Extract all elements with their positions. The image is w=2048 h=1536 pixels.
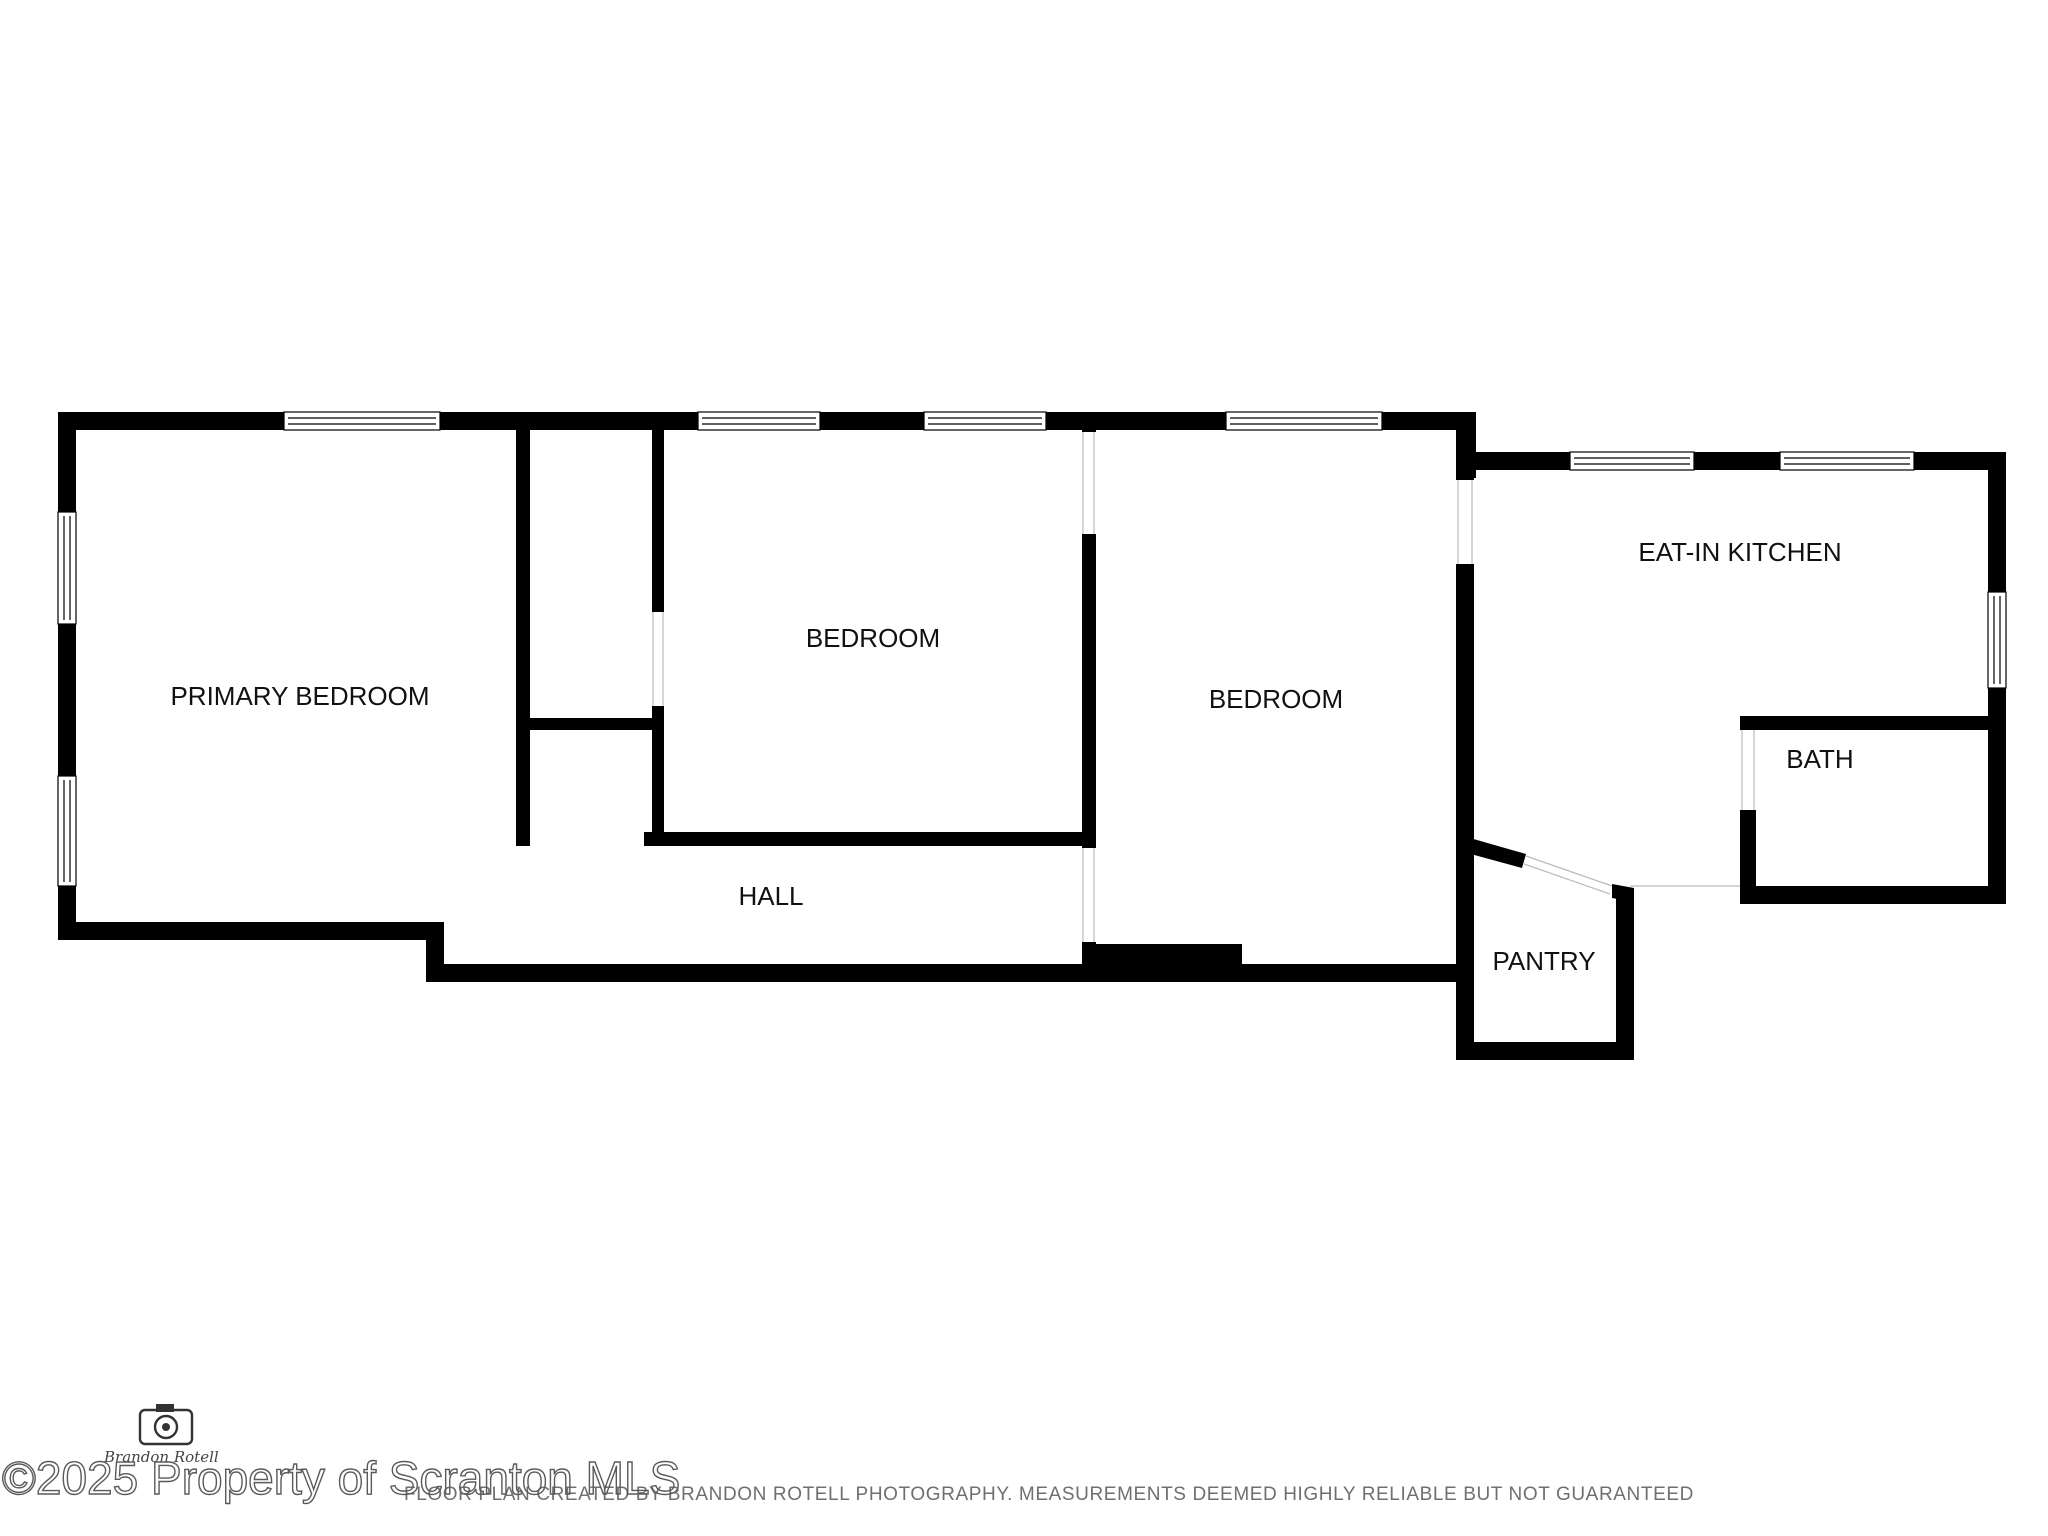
wall-kitchen-top	[1458, 452, 2006, 470]
mls-watermark: ©2025 Property of Scranton MLS	[2, 1452, 680, 1504]
window	[1987, 591, 2007, 689]
room-label-primary-bedroom: PRIMARY BEDROOM	[170, 681, 429, 711]
window	[1779, 451, 1915, 471]
wall-pantry-right	[1616, 888, 1634, 1060]
window	[283, 411, 441, 431]
room-label-bath: BATH	[1786, 744, 1853, 774]
room-label-pantry: PANTRY	[1492, 946, 1595, 976]
wall-pantry-bottom	[1456, 1042, 1634, 1060]
windows	[57, 411, 2007, 887]
walls	[58, 412, 2006, 1060]
room-label-hall: HALL	[738, 881, 803, 911]
room-label-eat-in-kitchen: EAT-IN KITCHEN	[1638, 537, 1841, 567]
wall-bottom-left	[58, 922, 444, 940]
door-bed2-kitchen	[1454, 480, 1476, 564]
wall-bottom-block	[1086, 944, 1242, 982]
wall-bed1-bottom	[644, 832, 1092, 846]
wall-closet-left	[516, 412, 530, 846]
door-closet-bed1	[650, 612, 666, 706]
window	[697, 411, 821, 431]
window	[1569, 451, 1695, 471]
door-line	[1525, 855, 1613, 887]
window	[57, 511, 77, 625]
photographer-logo: Brandon Rotell	[103, 1404, 219, 1466]
wall-bath-top	[1740, 716, 2006, 730]
floor-plan-disclaimer: FLOOR PLAN CREATED BY BRANDON ROTELL PHO…	[404, 1484, 1694, 1505]
room-label-bedroom: BEDROOM	[806, 623, 940, 653]
wall-bottom-hall	[426, 964, 1468, 982]
door-closet-hall	[532, 832, 644, 848]
room-label-bedroom: BEDROOM	[1209, 684, 1343, 714]
door-bath	[1738, 730, 1758, 810]
door-line	[1523, 863, 1611, 895]
wall-closet-mid	[516, 718, 662, 730]
camera-icon	[138, 1404, 194, 1446]
wall-pantry-left	[1456, 840, 1474, 1060]
wall-bed1-bed2	[1082, 412, 1096, 982]
room-labels: PRIMARY BEDROOM BEDROOM BEDROOM EAT-IN K…	[170, 537, 1853, 976]
wall-pantry-angle-end	[1612, 884, 1634, 902]
wall-pantry-angle	[1456, 834, 1526, 868]
window	[57, 775, 77, 887]
door-openings	[532, 432, 1758, 942]
window	[1225, 411, 1383, 431]
wall-bath-bottom	[1740, 886, 2006, 904]
logo-signature: Brandon Rotell	[103, 1448, 219, 1466]
window	[923, 411, 1047, 431]
